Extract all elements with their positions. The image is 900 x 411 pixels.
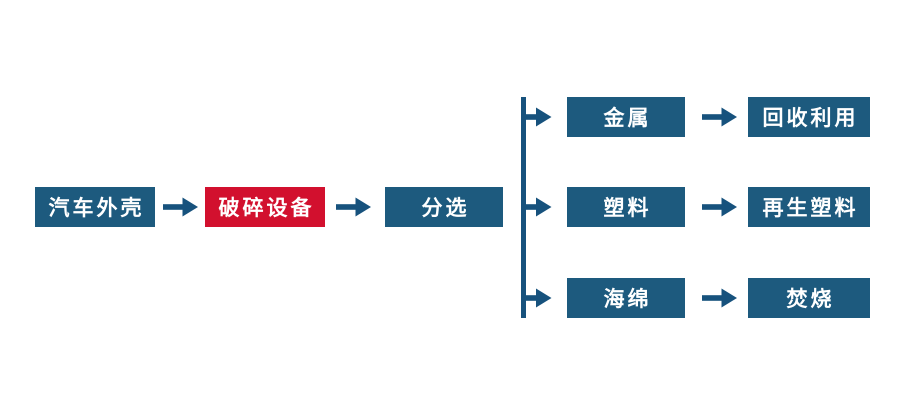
- node-recycling: 回收利用: [748, 97, 870, 137]
- arrow-right-icon: [525, 106, 552, 128]
- branch-line: [521, 97, 526, 318]
- arrow-right-icon: [525, 287, 552, 309]
- arrow-right-icon: [525, 196, 552, 218]
- node-sorting: 分选: [385, 187, 503, 227]
- arrow-right-icon: [702, 196, 738, 218]
- arrow-right-icon: [336, 196, 372, 218]
- node-sponge: 海绵: [567, 278, 685, 318]
- arrow-right-icon: [702, 106, 738, 128]
- node-car-shell: 汽车外壳: [35, 187, 155, 227]
- arrow-right-icon: [163, 196, 199, 218]
- node-crushing-equipment: 破碎设备: [205, 187, 325, 227]
- arrow-right-icon: [702, 287, 738, 309]
- node-metal: 金属: [567, 97, 685, 137]
- node-incineration: 焚烧: [748, 278, 870, 318]
- node-recycled-plastic: 再生塑料: [748, 187, 870, 227]
- node-plastic: 塑料: [567, 187, 685, 227]
